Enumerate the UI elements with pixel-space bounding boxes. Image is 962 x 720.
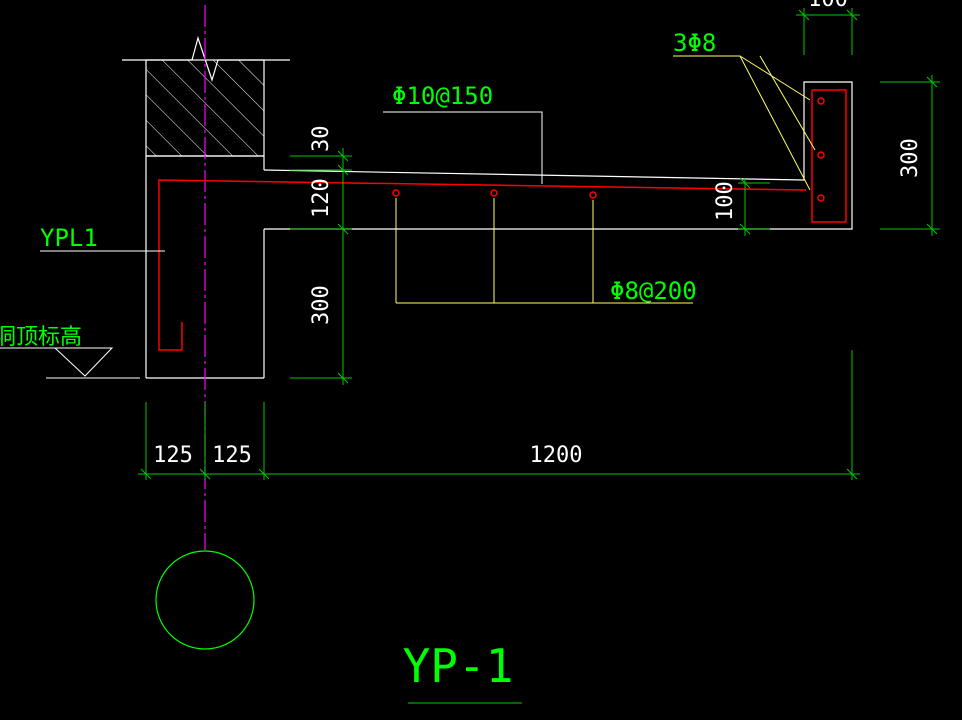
leaders [395,55,816,304]
dim-120: 120 [309,178,334,218]
text-leaders [0,111,543,379]
rebar-dot [490,189,498,197]
dim-300-left: 300 [309,285,334,325]
elevation-label: 洞顶标高 [0,325,82,350]
rebar-dist-label: Φ8@200 [610,277,697,305]
dim-125-b: 125 [212,443,252,468]
rebar-edge-label: 3Φ8 [673,29,716,57]
rebar-dot [817,97,825,105]
dim-30: 30 [309,126,334,153]
dim-300-right: 300 [898,138,923,178]
dim-125-a: 125 [153,443,193,468]
rebar [158,89,847,351]
axis-bubble [155,550,255,650]
labels: Φ10@150 Φ8@200 3Φ8 YPL1 洞顶标高 YP-1 [0,29,716,693]
slab-top [263,81,853,230]
beam-label: YPL1 [40,224,98,252]
drawing-title: YP-1 [403,639,514,693]
rebar-dot [589,191,597,199]
rebar-dot [817,194,825,202]
dim-1200: 1200 [530,443,583,468]
dimension-text: 30 120 300 100 300 100 125 125 1200 [153,0,923,468]
rebar-dot [392,189,400,197]
dimension-lines [138,8,940,704]
rebar-top-label: Φ10@150 [392,82,493,110]
dim-100-top: 100 [808,0,848,12]
dim-100-inner: 100 [713,181,738,221]
edge-stirrup [811,89,847,223]
main-rebar [158,179,807,351]
rebar-dot [817,151,825,159]
